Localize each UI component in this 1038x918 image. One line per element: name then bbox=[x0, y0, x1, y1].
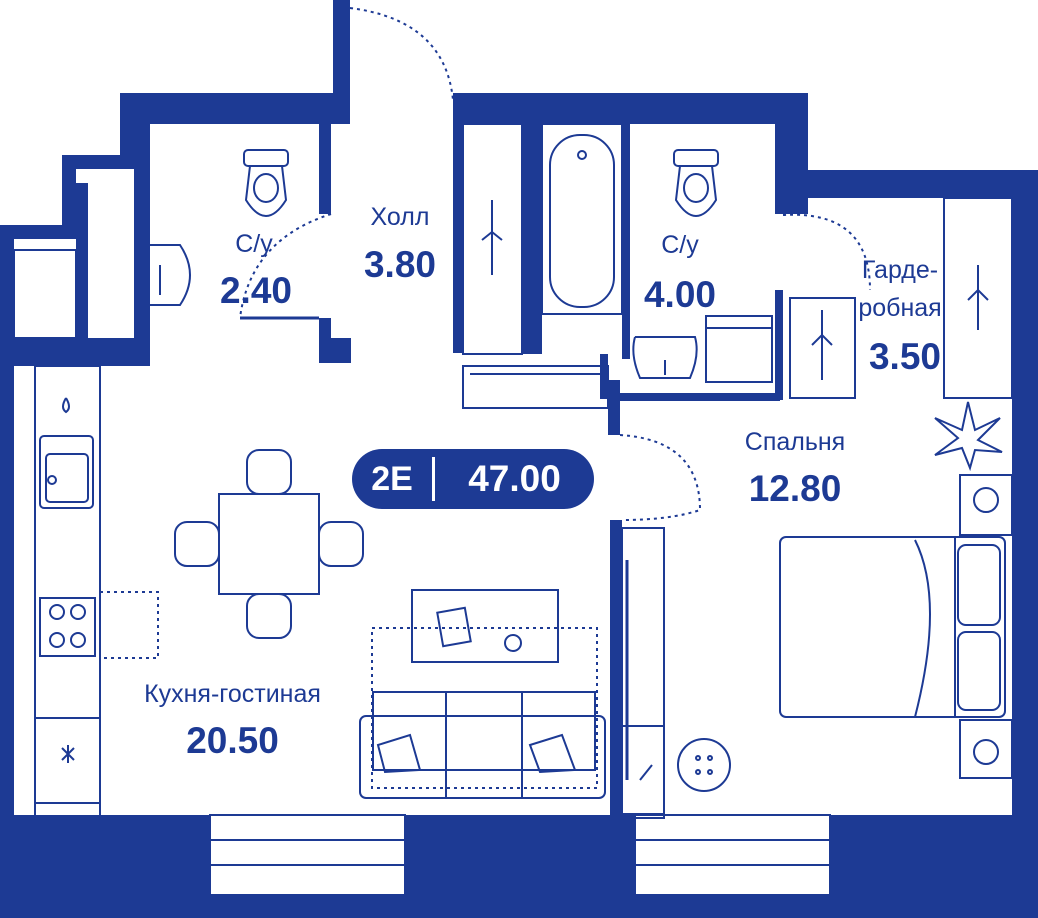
room-area-bath1: 2.40 bbox=[219, 270, 292, 311]
room-name-bath1: С/у bbox=[235, 230, 273, 258]
apartment-type: 2E bbox=[371, 459, 413, 498]
fridge-icon bbox=[34, 717, 101, 804]
armchair-icon bbox=[621, 725, 731, 815]
room-name-bedroom: Спальня bbox=[744, 428, 846, 456]
nightstand-icon bbox=[959, 474, 1013, 779]
room-name-bath2: С/у bbox=[661, 231, 699, 259]
badge-divider bbox=[432, 457, 435, 501]
stove-icon bbox=[39, 591, 159, 659]
room-area-bedroom: 12.80 bbox=[748, 468, 842, 509]
room-name-wardrobe-line2: робная bbox=[858, 294, 942, 322]
apartment-badge: 2E 47.00 bbox=[352, 449, 594, 509]
toilet-icon bbox=[243, 149, 719, 217]
room-area-hall: 3.80 bbox=[363, 244, 436, 285]
room-area-bath2: 4.00 bbox=[643, 274, 716, 315]
wardrobe-icon bbox=[462, 123, 1013, 819]
plant-icon bbox=[934, 401, 1003, 472]
door-icon bbox=[239, 7, 871, 521]
sink-icon bbox=[39, 244, 698, 509]
bed-icon bbox=[779, 536, 1006, 718]
room-name-wardrobe-line1: Гарде- bbox=[861, 256, 939, 284]
bathtub-icon bbox=[541, 123, 623, 315]
coffee-table-icon bbox=[371, 589, 598, 789]
room-name-hall: Холл bbox=[370, 203, 430, 231]
room-name-living: Кухня-гостиная bbox=[144, 680, 321, 708]
apartment-total-area: 47.00 bbox=[468, 458, 561, 499]
room-area-wardrobe: 3.50 bbox=[868, 336, 941, 377]
room-area-living: 20.50 bbox=[186, 720, 279, 761]
washing-machine-icon bbox=[705, 315, 773, 383]
window-icon bbox=[13, 249, 831, 896]
dining-table-icon bbox=[174, 449, 364, 639]
sofa-icon bbox=[359, 691, 606, 799]
